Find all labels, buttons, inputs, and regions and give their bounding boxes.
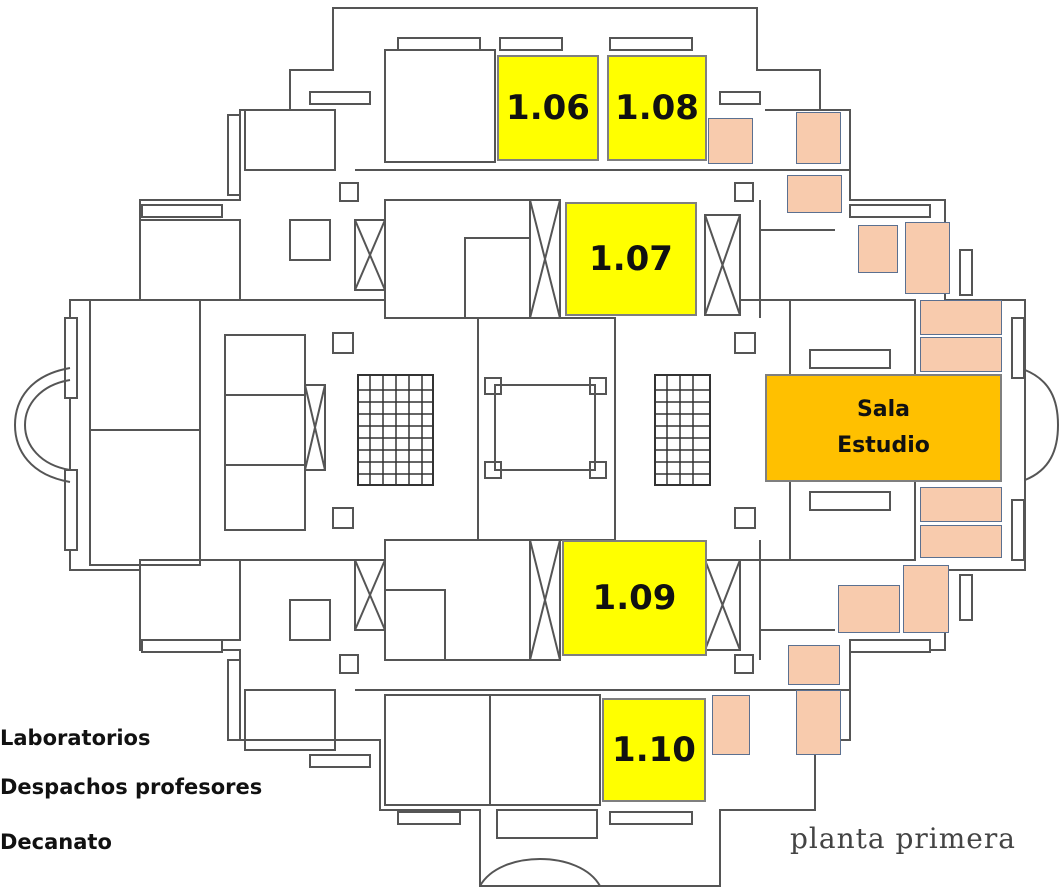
office[interactable] — [787, 175, 842, 213]
office[interactable] — [920, 300, 1002, 335]
room-1-09[interactable]: 1.09 — [562, 540, 707, 656]
office[interactable] — [920, 337, 1002, 372]
room-1-10[interactable]: 1.10 — [602, 698, 706, 802]
office[interactable] — [788, 645, 840, 685]
office[interactable] — [903, 565, 949, 633]
room-1-08[interactable]: 1.08 — [607, 55, 707, 161]
office[interactable] — [708, 118, 753, 164]
room-1-06[interactable]: 1.06 — [497, 55, 599, 161]
office[interactable] — [796, 690, 841, 755]
legend-laboratorios: Laboratorios — [0, 726, 151, 750]
sala-estudio-label-line1: Sala — [856, 397, 911, 422]
office[interactable] — [796, 112, 841, 164]
office[interactable] — [920, 525, 1002, 558]
office[interactable] — [920, 487, 1002, 522]
office[interactable] — [858, 225, 898, 273]
sala-estudio-label-line2: Estudio — [837, 433, 930, 458]
building-outline — [69, 7, 1026, 887]
room-1-07[interactable]: 1.07 — [565, 202, 697, 316]
sala-estudio[interactable]: Sala Estudio — [765, 374, 1002, 482]
legend-despachos-profesores: Despachos profesores — [0, 775, 263, 799]
office[interactable] — [712, 695, 750, 755]
floor-caption: planta primera — [790, 822, 1016, 855]
office[interactable] — [905, 222, 950, 294]
legend-decanato: Decanato — [0, 830, 112, 854]
office[interactable] — [838, 585, 900, 633]
